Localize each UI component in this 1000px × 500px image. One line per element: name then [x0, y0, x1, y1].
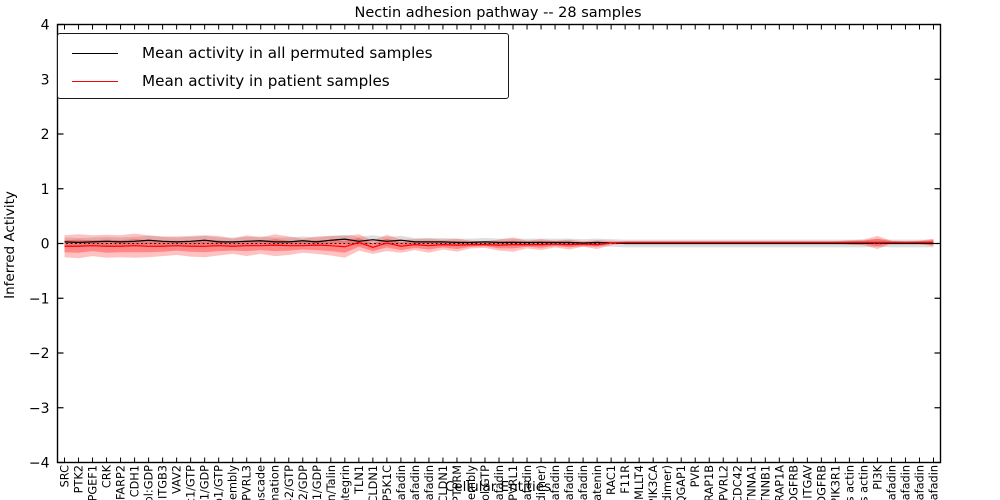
svg-text:MLLT4: MLLT4: [633, 465, 646, 500]
legend-label-permuted: Mean activity in all permuted samples: [142, 44, 433, 62]
svg-text:adherens junction assembly: adherens junction assembly: [465, 465, 478, 500]
svg-text:nectin-3(dimer)/l-afadin/l-afa: nectin-3(dimer)/l-afadin/l-afadin/nectin…: [521, 465, 534, 500]
svg-text:IQGAP1: IQGAP1: [675, 465, 688, 500]
svg-text:alphaV beta3 Integrin: alphaV beta3 Integrin: [339, 465, 352, 500]
legend-line-permuted-icon: [72, 52, 118, 54]
svg-text:CTNNA1: CTNNA1: [745, 465, 758, 500]
svg-text:positive regulation of lamelli: positive regulation of lamellipodium ass…: [227, 465, 240, 500]
svg-text:mol:GDP: mol:GDP: [143, 465, 156, 500]
svg-text:PDGFB-D/PDGFRB: PDGFB-D/PDGFRB: [787, 465, 800, 500]
svg-text:RAC1/GTP/IQGAP1/filamentous ac: RAC1/GTP/IQGAP1/filamentous actin: [843, 465, 856, 500]
svg-text:FARP2: FARP2: [115, 465, 128, 500]
svg-text:PI3K: PI3K: [871, 464, 884, 489]
svg-text:nectin-3(dimer)/l-afadin/l-afa: nectin-3(dimer)/l-afadin/l-afadin/nectin…: [409, 465, 422, 500]
svg-text:CLDN1: CLDN1: [367, 465, 380, 500]
svg-text:0: 0: [41, 237, 50, 253]
svg-text:PIK3R1: PIK3R1: [829, 465, 842, 500]
svg-text:CDC42/GDP: CDC42/GDP: [297, 465, 310, 500]
svg-text:PVRL1: PVRL1: [507, 465, 520, 500]
svg-text:−1: −1: [29, 291, 50, 307]
svg-text:CRK: CRK: [101, 464, 114, 488]
svg-text:E-cadherin/beta catenin/alpha: E-cadherin/beta catenin/alpha catenin: [591, 465, 604, 500]
svg-text:3: 3: [41, 72, 50, 88]
svg-text:alphaV/beta3 Integrin/Talin: alphaV/beta3 Integrin/Talin: [325, 465, 338, 500]
svg-text:nectin-2/l-afadin: nectin-2/l-afadin: [913, 465, 926, 500]
svg-text:CDH1: CDH1: [129, 465, 142, 497]
svg-text:−3: −3: [29, 401, 50, 417]
y-axis-title: Inferred Activity: [2, 191, 18, 299]
svg-text:F11R: F11R: [619, 465, 632, 494]
svg-text:nectin-3(dimer)/l-afadin/l-afa: nectin-3(dimer)/l-afadin/l-afadin: [395, 465, 408, 500]
svg-text:CDC42: CDC42: [731, 465, 744, 500]
svg-text:nectin-2(dimer)/l-afadin/l-afa: nectin-2(dimer)/l-afadin/l-afadin: [885, 465, 898, 500]
svg-text:−4: −4: [29, 456, 50, 472]
svg-text:VAV2: VAV2: [171, 465, 184, 494]
svg-text:PTPRM: PTPRM: [451, 465, 464, 500]
svg-text:PIK3CA: PIK3CA: [647, 465, 660, 500]
svg-text:nectin-1(dimer)/l-afadin/l-afa: nectin-1(dimer)/l-afadin/l-afadin/nectin…: [493, 465, 506, 500]
svg-text:positive regulation of filopod: positive regulation of filopodium format…: [269, 465, 282, 500]
svg-text:nectin-1/l-afadin: nectin-1/l-afadin: [577, 465, 590, 500]
svg-text:Rac1/GTP: Rac1/GTP: [185, 465, 198, 500]
legend: Mean activity in all permuted samples Me…: [57, 33, 509, 99]
svg-text:Rap1/GTP: Rap1/GTP: [213, 465, 226, 500]
legend-line-patient-icon: [72, 80, 118, 82]
svg-text:2: 2: [41, 127, 50, 143]
svg-text:PIP5K1C: PIP5K1C: [381, 465, 394, 500]
svg-text:Necl-5(dimer): Necl-5(dimer): [661, 465, 674, 500]
svg-text:ITGAV: ITGAV: [801, 465, 814, 499]
legend-label-patient: Mean activity in patient samples: [142, 72, 390, 90]
svg-text:RAP1A: RAP1A: [773, 465, 786, 500]
svg-text:nectin-1(dimer)/l-afadin: nectin-1(dimer)/l-afadin: [549, 465, 562, 500]
svg-text:4: 4: [41, 18, 50, 34]
svg-text:nectin-3/l-afadin: nectin-3/l-afadin: [423, 465, 436, 500]
svg-text:Rap1/GTP/l-afadin: Rap1/GTP/l-afadin: [927, 465, 940, 500]
svg-text:CTNNB1: CTNNB1: [759, 465, 772, 500]
svg-text:PDGFRB: PDGFRB: [815, 465, 828, 500]
svg-text:CDC42/GTP: CDC42/GTP: [283, 465, 296, 500]
svg-text:positive regulation of JNK cas: positive regulation of JNK cascade: [255, 465, 268, 500]
svg-text:RAP1B: RAP1B: [703, 465, 716, 500]
svg-text:RAPGEF1: RAPGEF1: [87, 465, 100, 500]
svg-text:PTK2: PTK2: [73, 465, 86, 493]
svg-text:ITGB3: ITGB3: [157, 465, 170, 499]
svg-text:−2: −2: [29, 346, 50, 362]
svg-text:nectin-2(dimer)/l-afadin/l-afa: nectin-2(dimer)/l-afadin/l-afadin/nectin…: [899, 465, 912, 500]
svg-text:nectin-3(dimer)/l-afadin/Necl-: nectin-3(dimer)/l-afadin/Necl-5(dimer): [535, 465, 548, 500]
svg-text:PVRL3: PVRL3: [241, 465, 254, 500]
svg-text:SRC: SRC: [59, 465, 72, 487]
legend-item-permuted: Mean activity in all permuted samples: [58, 39, 508, 67]
svg-text:RAC1: RAC1: [605, 465, 618, 495]
legend-item-patient: Mean activity in patient samples: [58, 67, 508, 95]
svg-text:Rac1/GDP: Rac1/GDP: [199, 465, 212, 500]
svg-text:TLN1: TLN1: [353, 465, 366, 495]
svg-text:mol:GTP: mol:GTP: [479, 465, 492, 500]
svg-text:PVR: PVR: [689, 465, 702, 488]
chart-title: Nectin adhesion pathway -- 28 samples: [354, 5, 641, 21]
svg-text:PVRL2: PVRL2: [717, 465, 730, 500]
svg-text:RAP1/GDP: RAP1/GDP: [311, 465, 324, 500]
svg-text:JAM-A/CLDN1: JAM-A/CLDN1: [437, 465, 450, 500]
svg-text:nectin-1(dimer)/l-afadin/l-afa: nectin-1(dimer)/l-afadin/l-afadin/nectin…: [563, 465, 576, 500]
svg-text:CDC42/GTP/IQGAP1/filamentous a: CDC42/GTP/IQGAP1/filamentous actin: [857, 465, 870, 500]
svg-text:1: 1: [41, 182, 50, 198]
x-axis-title: Cellular Entities: [445, 479, 551, 495]
